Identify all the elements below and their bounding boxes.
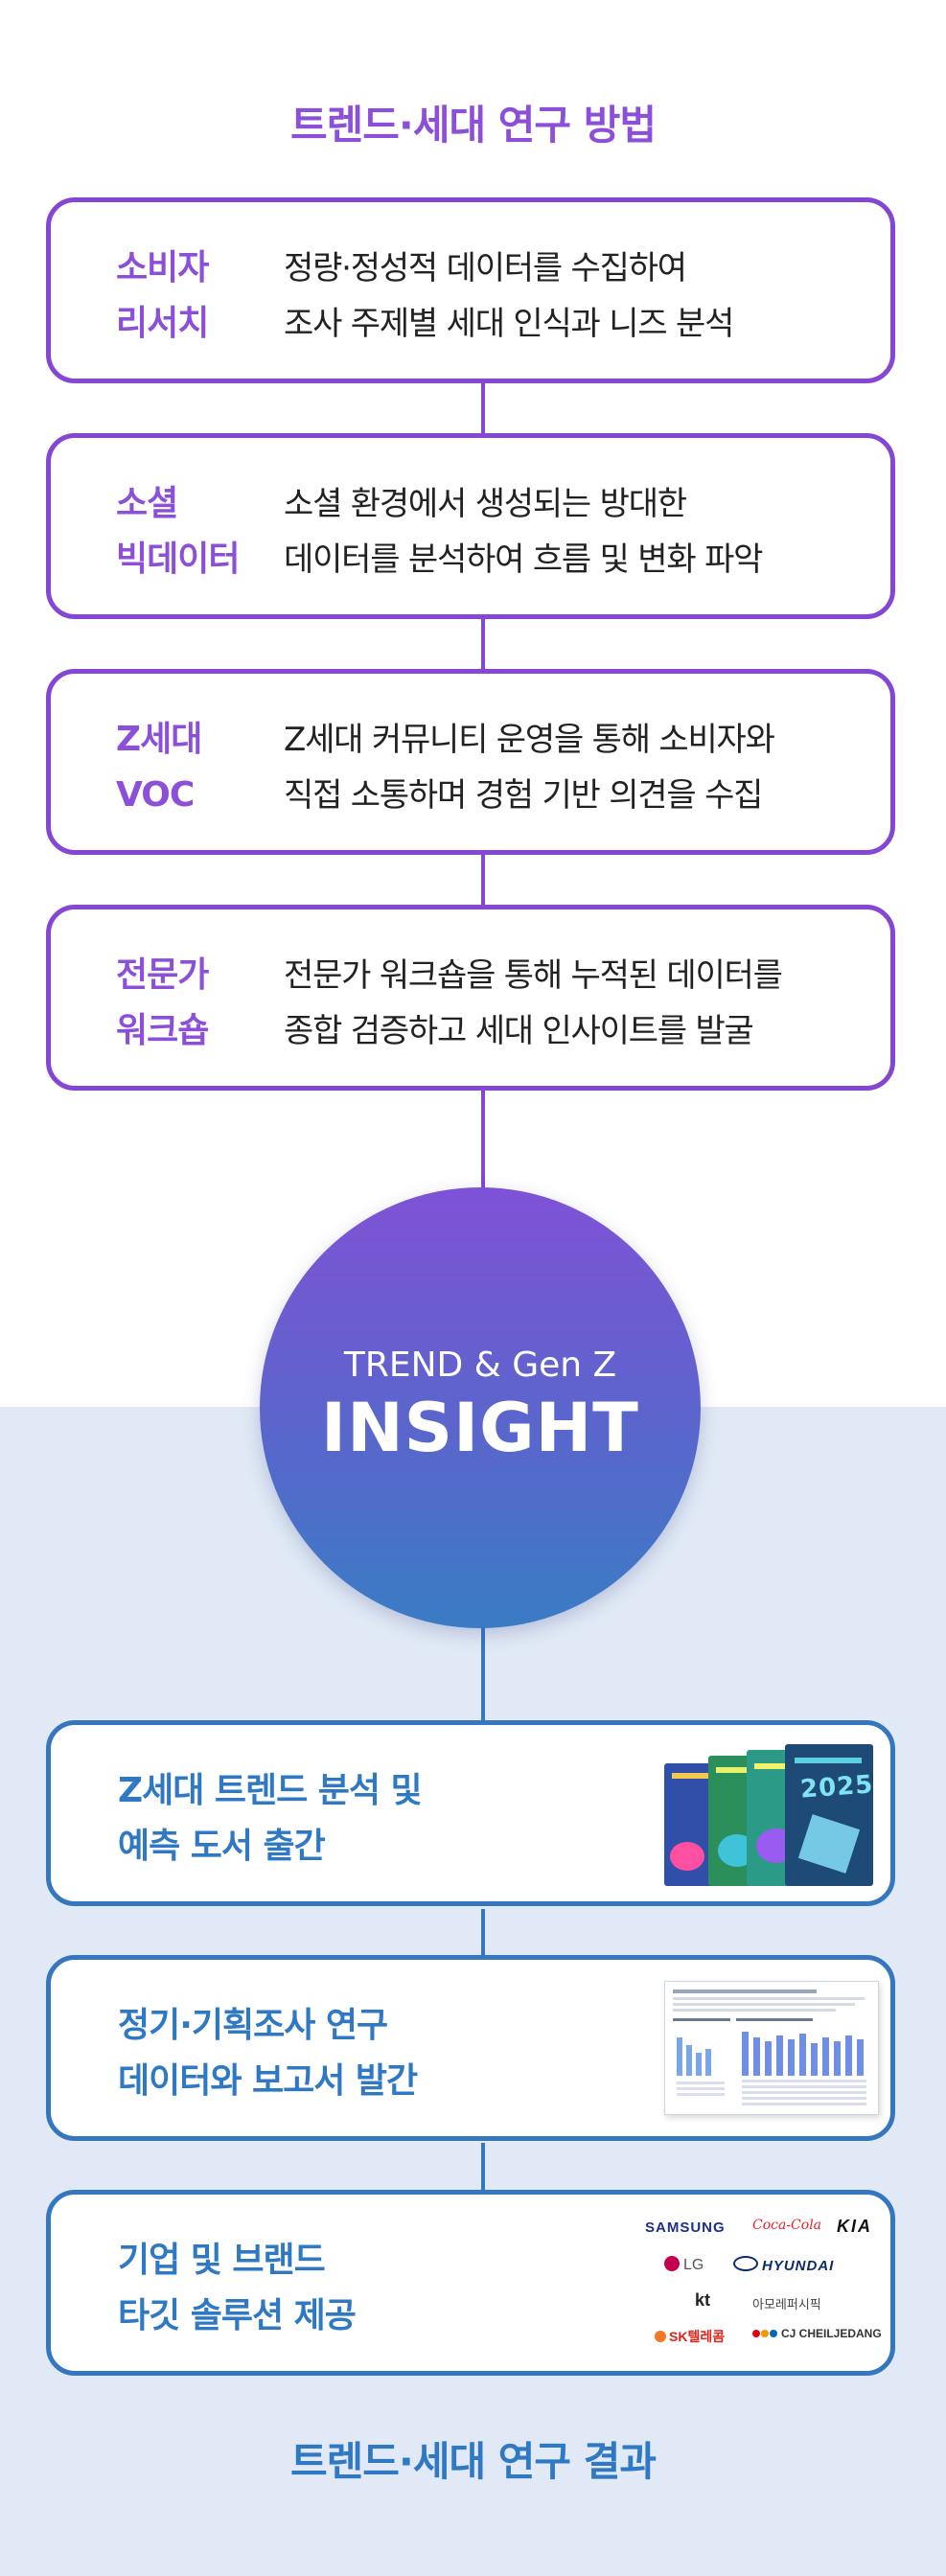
sk-butterfly-icon <box>655 2331 666 2342</box>
book-covers-illustration: 2025 <box>655 1742 885 1886</box>
connector-line <box>481 855 485 905</box>
method-description: 소셜 환경에서 생성되는 방대한 데이터를 분석하여 흐름 및 변화 파악 <box>284 476 878 587</box>
cj-logo: CJ CHEILJEDANG <box>752 2327 882 2340</box>
connector-line <box>481 383 485 433</box>
cj-logo-text: CJ CHEILJEDANG <box>781 2327 882 2340</box>
insight-subtitle: TREND & Gen Z <box>343 1346 617 1385</box>
result-label: Z세대 트렌드 분석 및 예측 도서 출간 <box>118 1763 597 1874</box>
result-label-line: 정기·기획조사 연구 <box>118 2006 388 2045</box>
connector-line <box>481 1909 485 1957</box>
result-card-book-publication: Z세대 트렌드 분석 및 예측 도서 출간 2025 <box>46 1720 895 1906</box>
sk-telecom-logo-text: SK텔레콤 <box>669 2329 726 2344</box>
result-label-line: Z세대 트렌드 분석 및 <box>118 1771 423 1810</box>
book-year: 2025 <box>799 1770 875 1805</box>
method-description: Z세대 커뮤니티 운영을 통해 소비자와 직접 소통하며 경험 기반 의견을 수… <box>284 712 878 823</box>
kt-logo: kt <box>695 2290 711 2310</box>
method-name-line: 워크숍 <box>116 1011 209 1050</box>
cj-petal-icon <box>761 2330 769 2337</box>
method-name-line: 소비자 <box>116 248 209 288</box>
method-name-line: 빅데이터 <box>116 540 240 579</box>
method-desc-line: 데이터를 분석하여 흐름 및 변화 파악 <box>284 540 763 579</box>
lg-circle-icon <box>664 2256 680 2271</box>
method-desc-line: 직접 소통하며 경험 기반 의견을 수집 <box>284 776 763 815</box>
connector-line <box>481 2143 485 2191</box>
method-name: 소비자 리서치 <box>116 241 269 352</box>
hyundai-logo: HYUNDAI <box>733 2256 834 2274</box>
hyundai-logo-text: HYUNDAI <box>762 2258 835 2274</box>
partner-logos: SAMSUNG Coca-Cola KIA LG HYUNDAI kt 아모레퍼… <box>645 2212 885 2365</box>
result-label-line: 타깃 솔루션 제공 <box>118 2296 357 2335</box>
method-description: 전문가 워크숍을 통해 누적된 데이터를 종합 검증하고 세대 인사이트를 발굴 <box>284 948 878 1059</box>
samsung-logo: SAMSUNG <box>645 2220 726 2236</box>
method-desc-line: 종합 검증하고 세대 인사이트를 발굴 <box>284 1012 754 1050</box>
method-name: Z세대 VOC <box>116 712 269 823</box>
amorepacific-logo: 아모레퍼시픽 <box>752 2297 821 2312</box>
method-name: 전문가 워크숍 <box>116 948 269 1059</box>
result-label-line: 데이터와 보고서 발간 <box>118 2061 418 2101</box>
method-desc-line: Z세대 커뮤니티 운영을 통해 소비자와 <box>284 721 775 759</box>
sk-telecom-logo: SK텔레콤 <box>655 2327 725 2346</box>
method-card-consumer-research: 소비자 리서치 정량·정성적 데이터를 수집하여 조사 주제별 세대 인식과 니… <box>46 197 895 383</box>
cj-petal-icon <box>752 2330 760 2337</box>
lg-logo: LG <box>664 2256 704 2274</box>
lg-logo-text: LG <box>683 2257 704 2273</box>
method-desc-line: 전문가 워크숍을 통해 누적된 데이터를 <box>284 956 783 995</box>
methods-title: 트렌드·세대 연구 방법 <box>290 102 657 149</box>
insight-circle: TREND & Gen Z INSIGHT <box>260 1187 701 1628</box>
method-card-social-bigdata: 소셜 빅데이터 소셜 환경에서 생성되는 방대한 데이터를 분석하여 흐름 및 … <box>46 433 895 619</box>
method-description: 정량·정성적 데이터를 수집하여 조사 주제별 세대 인식과 니즈 분석 <box>284 241 878 352</box>
method-desc-line: 조사 주제별 세대 인식과 니즈 분석 <box>284 305 734 343</box>
method-name-line: VOC <box>116 775 195 815</box>
connector-line <box>481 619 485 669</box>
method-name: 소셜 빅데이터 <box>116 476 269 587</box>
cj-petal-icon <box>770 2330 777 2337</box>
book-cover-2025: 2025 <box>785 1744 875 1886</box>
result-label: 정기·기획조사 연구 데이터와 보고서 발간 <box>118 1998 597 2109</box>
connector-line <box>481 1620 485 1723</box>
results-title: 트렌드·세대 연구 결과 <box>290 2438 657 2485</box>
report-page-illustration <box>664 1981 879 2115</box>
method-name-line: 리서치 <box>116 304 209 343</box>
result-card-brand-solutions: 기업 및 브랜드 타깃 솔루션 제공 SAMSUNG Coca-Cola KIA… <box>46 2190 895 2376</box>
method-name-line: Z세대 <box>116 720 202 759</box>
kia-logo: KIA <box>837 2217 872 2236</box>
method-name-line: 소셜 <box>116 484 178 523</box>
connector-line <box>481 1091 485 1196</box>
method-desc-line: 정량·정성적 데이터를 수집하여 <box>284 249 687 288</box>
method-name-line: 전문가 <box>116 955 209 995</box>
hyundai-emblem-icon <box>733 2256 758 2271</box>
report-chart-icon <box>673 1990 866 2105</box>
insight-title: INSIGHT <box>321 1389 639 1467</box>
result-card-report-publication: 정기·기획조사 연구 데이터와 보고서 발간 <box>46 1955 895 2141</box>
result-label: 기업 및 브랜드 타깃 솔루션 제공 <box>118 2233 597 2344</box>
method-card-expert-workshop: 전문가 워크숍 전문가 워크숍을 통해 누적된 데이터를 종합 검증하고 세대 … <box>46 905 895 1091</box>
coca-cola-logo: Coca-Cola <box>752 2218 822 2233</box>
result-label-line: 기업 및 브랜드 <box>118 2241 326 2280</box>
result-label-line: 예측 도서 출간 <box>118 1827 326 1866</box>
method-desc-line: 소셜 환경에서 생성되는 방대한 <box>284 485 687 523</box>
method-card-genz-voc: Z세대 VOC Z세대 커뮤니티 운영을 통해 소비자와 직접 소통하며 경험 … <box>46 669 895 855</box>
